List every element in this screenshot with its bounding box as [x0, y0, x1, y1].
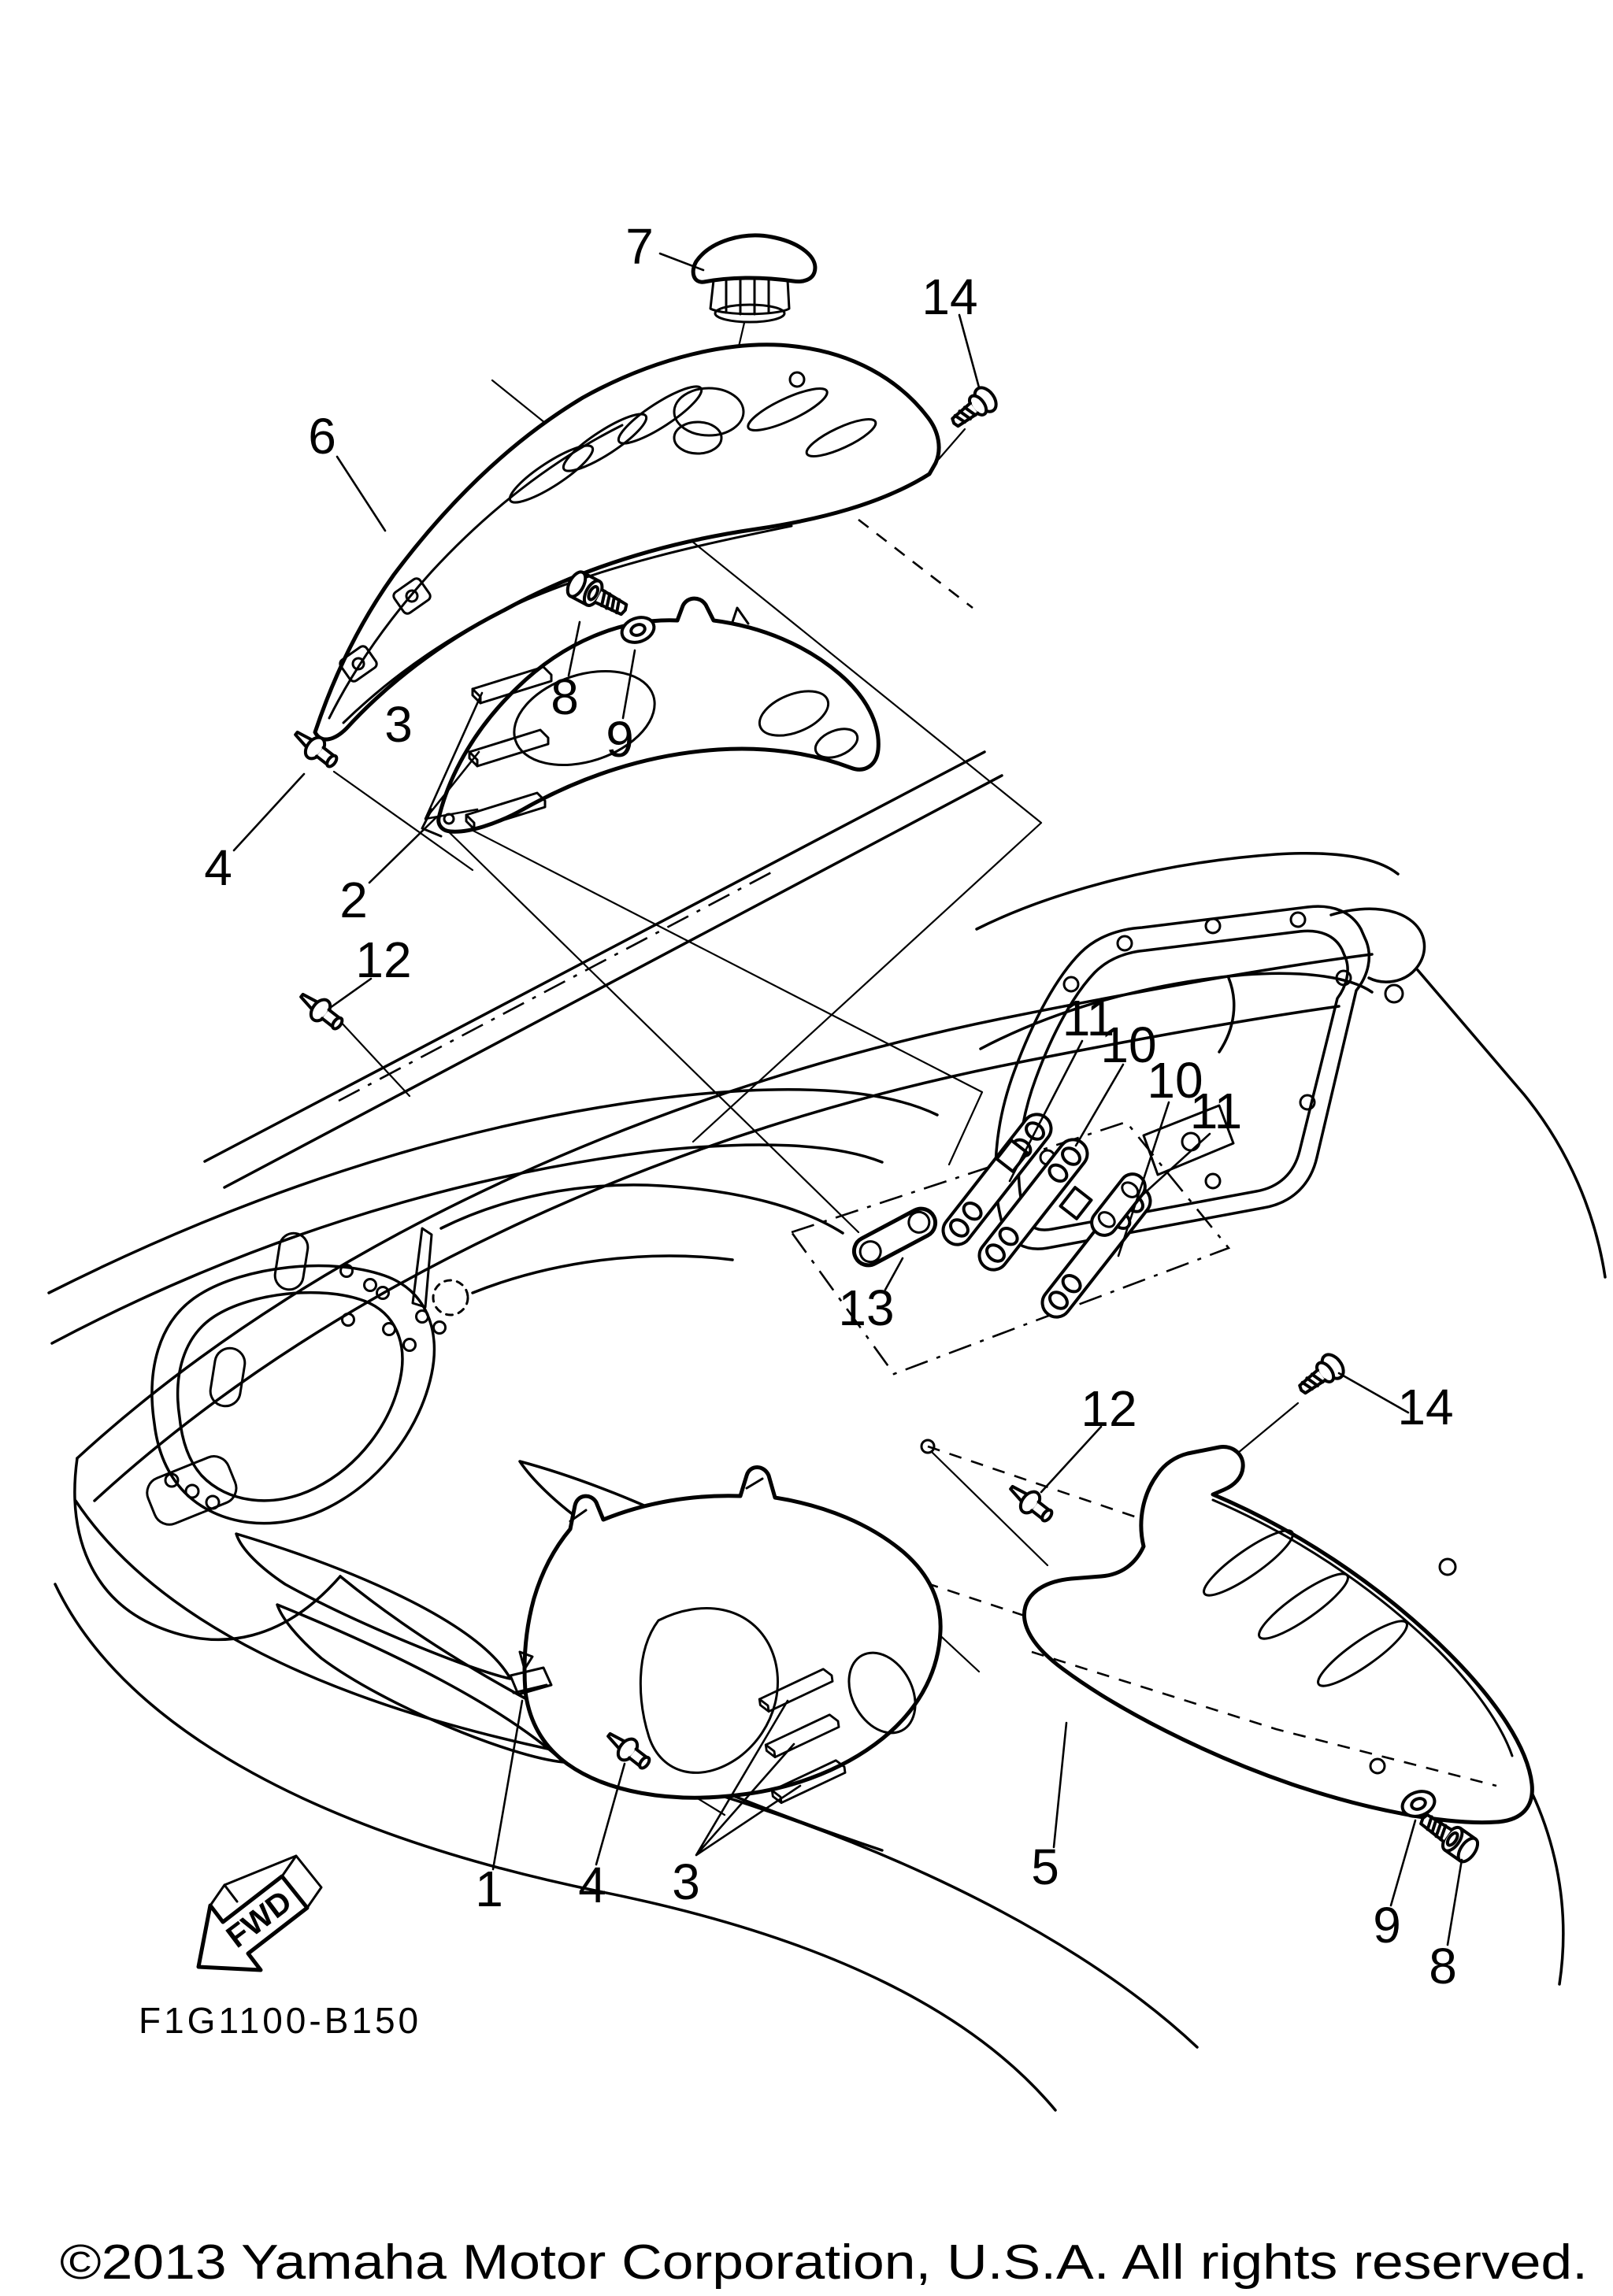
callout-4-bottom: 4	[578, 1857, 606, 1913]
callout-12-right: 12	[1081, 1380, 1137, 1437]
callout-7: 7	[625, 218, 654, 275]
copyright-text: ©2013 Yamaha Motor Corporation, U.S.A. A…	[60, 2235, 1588, 2290]
part-2-inner-cover	[421, 596, 881, 838]
screw-14-right	[1292, 1349, 1350, 1403]
part-6-hatch-cover	[313, 343, 941, 742]
callout-1: 1	[475, 1861, 503, 1917]
callout-3-top: 3	[384, 696, 413, 753]
bow-storage-opening	[146, 1227, 469, 1526]
bolt-8-top	[564, 569, 632, 622]
part-1-front-cover	[509, 1465, 943, 1800]
callout-5: 5	[1031, 1839, 1059, 1895]
callout-9-bottom: 9	[1373, 1897, 1401, 1953]
part-13-handle	[851, 1206, 938, 1268]
screw-14-top	[944, 382, 1003, 436]
part-7-latch	[691, 233, 818, 324]
callout-8-top: 8	[551, 668, 579, 725]
rivet-12-right	[1003, 1476, 1059, 1529]
callout-3-bottom: 3	[672, 1853, 700, 1910]
callout-11-a: 11	[1062, 990, 1114, 1046]
callout-11-b: 11	[1190, 1083, 1242, 1139]
fwd-arrow-icon: FWD	[196, 1854, 323, 1972]
callout-4-top: 4	[204, 839, 232, 896]
callout-14-top: 14	[921, 268, 977, 325]
leader-lines	[232, 252, 1463, 1946]
callout-2: 2	[339, 872, 368, 928]
callout-10-b: 10	[1147, 1052, 1203, 1109]
part-5-side-cover	[1022, 1445, 1534, 1825]
callout-labels: 7 14 6 8 9 3 4 2 12 11 10 10 11 13 12 14…	[204, 218, 1457, 1994]
hinge-straps	[936, 1107, 1158, 1324]
engine-bay-opening	[994, 905, 1371, 1250]
diagram-code: F1G1100-B150	[139, 2000, 421, 2041]
callout-12-left: 12	[355, 931, 411, 988]
callout-8-bottom: 8	[1429, 1938, 1457, 1994]
rivet-12-left	[293, 984, 350, 1037]
callout-6: 6	[308, 408, 336, 465]
callout-10-a: 10	[1100, 1017, 1156, 1073]
callout-13: 13	[838, 1279, 894, 1336]
callout-14-right: 14	[1397, 1379, 1453, 1435]
deck-bolt-holes	[339, 1264, 447, 1352]
callout-9-top: 9	[606, 711, 634, 768]
